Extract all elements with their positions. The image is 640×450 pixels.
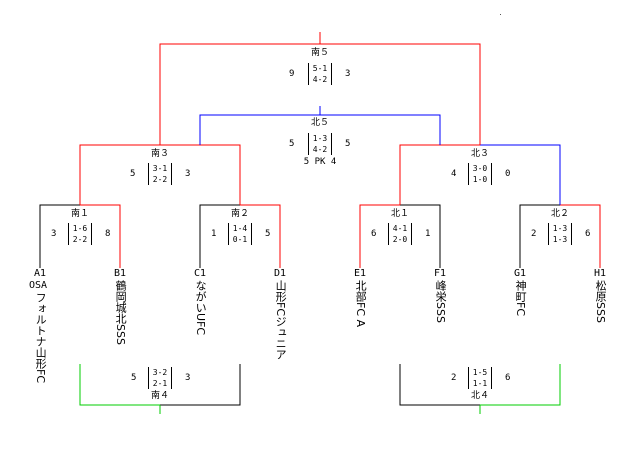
bracket-kita1-lines	[359, 204, 441, 268]
set1-score: 1-3	[312, 134, 328, 143]
team-name: フォルトナ山形FC	[34, 292, 48, 384]
team-name: 神町FC	[514, 280, 528, 317]
team-h1: H1 松原SSS	[593, 268, 607, 323]
team-name: 峰栄SSS	[434, 280, 448, 323]
set2-score: 1-0	[472, 175, 488, 184]
set1-score: 1-3	[552, 224, 568, 233]
set2-score: 2-2	[152, 175, 168, 184]
team-code: H1	[593, 268, 607, 279]
set-scores: 3-2 2-1	[148, 367, 172, 389]
set1-score: 5-1	[312, 64, 328, 73]
match-label: 南４	[150, 391, 170, 401]
score-left: 3	[51, 229, 57, 239]
score-right: 8	[105, 229, 111, 239]
score-right: 1	[425, 229, 431, 239]
bracket-kita3-lines	[399, 144, 561, 205]
set-scores: 4-1 2-0	[388, 223, 412, 245]
score-right: 6	[585, 229, 591, 239]
score-right: 3	[185, 373, 191, 383]
team-name: 松原SSS	[594, 280, 608, 323]
bracket-minami4-lines	[79, 364, 241, 414]
team-code: B1	[113, 268, 127, 279]
score-left: 5	[289, 139, 295, 149]
set2-score: 1-3	[552, 235, 568, 244]
score-left: 5	[130, 169, 136, 179]
team-name: 山形FCジュニア	[274, 280, 288, 361]
score-right: 0	[505, 169, 511, 179]
score-right: 3	[185, 169, 191, 179]
set1-score: 1-5	[472, 368, 488, 377]
set2-score: 4-2	[312, 75, 328, 84]
set2-score: 4-2	[312, 145, 328, 154]
set2-score: 1-1	[472, 379, 488, 388]
set1-score: 1-4	[232, 224, 248, 233]
score-left: 2	[531, 229, 537, 239]
set2-score: 2-2	[72, 235, 88, 244]
set2-score: 2-0	[392, 235, 408, 244]
team-g1: G1 神町FC	[513, 268, 527, 316]
match-label: 北１	[390, 209, 410, 219]
team-code: C1	[193, 268, 207, 279]
set2-score: 2-1	[152, 379, 168, 388]
score-left: 9	[289, 69, 295, 79]
team-e1: E1 北部FC A	[353, 268, 367, 327]
score-left: 4	[451, 169, 457, 179]
score-right: 5	[345, 139, 351, 149]
team-code: F1	[433, 268, 447, 279]
team-name-line1: OSA	[29, 280, 48, 291]
set2-score: 0-1	[232, 235, 248, 244]
bracket-kita5-lines	[199, 106, 441, 145]
team-b1: B1 鶴岡城北SSS	[113, 268, 127, 345]
team-c1: C1 ながいUFC	[193, 268, 207, 335]
set-scores: 1-5 1-1	[468, 367, 492, 389]
match-label: 北４	[470, 391, 490, 401]
set-scores: 3-0 1-0	[468, 163, 492, 185]
set1-score: 3-2	[152, 368, 168, 377]
team-name: ながいUFC	[194, 280, 208, 336]
set-scores: 3-1 2-2	[148, 163, 172, 185]
set-scores: 1-4 0-1	[228, 223, 252, 245]
dot-mark	[500, 14, 501, 15]
match-label: 南５	[310, 48, 330, 58]
team-code: E1	[353, 268, 367, 279]
set1-score: 3-1	[152, 164, 168, 173]
bracket-kita4-lines	[399, 364, 561, 414]
bracket-minami1-lines	[39, 204, 121, 268]
bracket-kita2-lines	[519, 204, 601, 268]
set-scores: 5-1 4-2	[308, 63, 332, 85]
team-code: D1	[273, 268, 287, 279]
team-name: 鶴岡城北SSS	[114, 280, 128, 345]
set1-score: 3-0	[472, 164, 488, 173]
match-label: 北３	[470, 149, 490, 159]
set1-score: 4-1	[392, 224, 408, 233]
set-scores: 1-3 4-2	[308, 133, 332, 155]
bracket-minami5-lines	[159, 32, 481, 145]
team-name: 北部FC A	[354, 280, 368, 328]
set-scores: 1-6 2-2	[68, 223, 92, 245]
bracket-minami2-lines	[199, 204, 281, 268]
match-label: 北５	[310, 118, 330, 128]
score-right: 5	[265, 229, 271, 239]
match-label: 南３	[150, 149, 170, 159]
set-scores: 1-3 1-3	[548, 223, 572, 245]
score-left: 2	[451, 373, 457, 383]
match-label: 南１	[70, 209, 90, 219]
team-code: G1	[513, 268, 527, 279]
team-d1: D1 山形FCジュニア	[273, 268, 287, 360]
team-f1: F1 峰栄SSS	[433, 268, 447, 323]
team-code: A1	[33, 268, 47, 279]
score-right: 6	[505, 373, 511, 383]
score-left: 1	[211, 229, 217, 239]
set1-score: 1-6	[72, 224, 88, 233]
pk-score: 5 PK 4	[303, 157, 337, 167]
match-label: 北２	[550, 209, 570, 219]
score-right: 3	[345, 69, 351, 79]
match-label: 南２	[230, 209, 250, 219]
team-a1: A1 OSA フォルトナ山形FC	[29, 268, 48, 384]
score-left: 5	[131, 373, 137, 383]
score-left: 6	[371, 229, 377, 239]
